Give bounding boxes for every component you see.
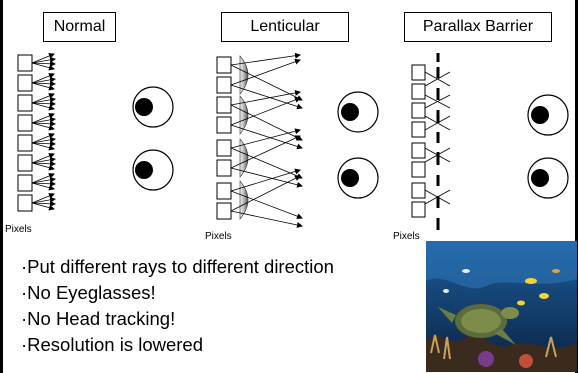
parallax-pixel-column	[411, 64, 426, 218]
lenticular-pixel-column	[216, 56, 232, 220]
fish-icons	[443, 269, 560, 306]
turtle-icon	[438, 304, 519, 345]
lenticular-rays	[230, 52, 303, 228]
normal-title: Normal	[43, 12, 116, 42]
normal-pixel-column	[17, 54, 33, 212]
parallax-eye-bottom-icon	[527, 157, 569, 199]
parallax-rays	[424, 71, 451, 205]
underwater-turtle-photo	[426, 241, 577, 372]
lenticular-lens-array	[239, 55, 249, 220]
lenticular-pixels-label: Pixels	[205, 231, 232, 242]
normal-eye-top-icon	[132, 86, 174, 128]
normal-eye-bottom-icon	[132, 149, 174, 191]
normal-ray-fans	[31, 53, 56, 211]
bullet-item: ·No Head tracking!	[21, 308, 176, 329]
parallax-eye-top-icon	[527, 94, 569, 136]
feature-bullet-list: ·Put different rays to different directi…	[21, 254, 421, 358]
parallax-pixels-label: Pixels	[393, 231, 420, 242]
lenticular-title: Lenticular	[221, 12, 349, 42]
bullet-item: ·No Eyeglasses!	[21, 282, 156, 303]
bullet-item: ·Resolution is lowered	[21, 334, 204, 355]
bullet-item: ·Put different rays to different directi…	[21, 256, 334, 277]
lenticular-eye-bottom-icon	[337, 157, 379, 199]
lenticular-eye-top-icon	[337, 91, 379, 133]
parallax-barrier-title: Parallax Barrier	[404, 12, 552, 42]
normal-pixels-label: Pixels	[5, 224, 32, 235]
